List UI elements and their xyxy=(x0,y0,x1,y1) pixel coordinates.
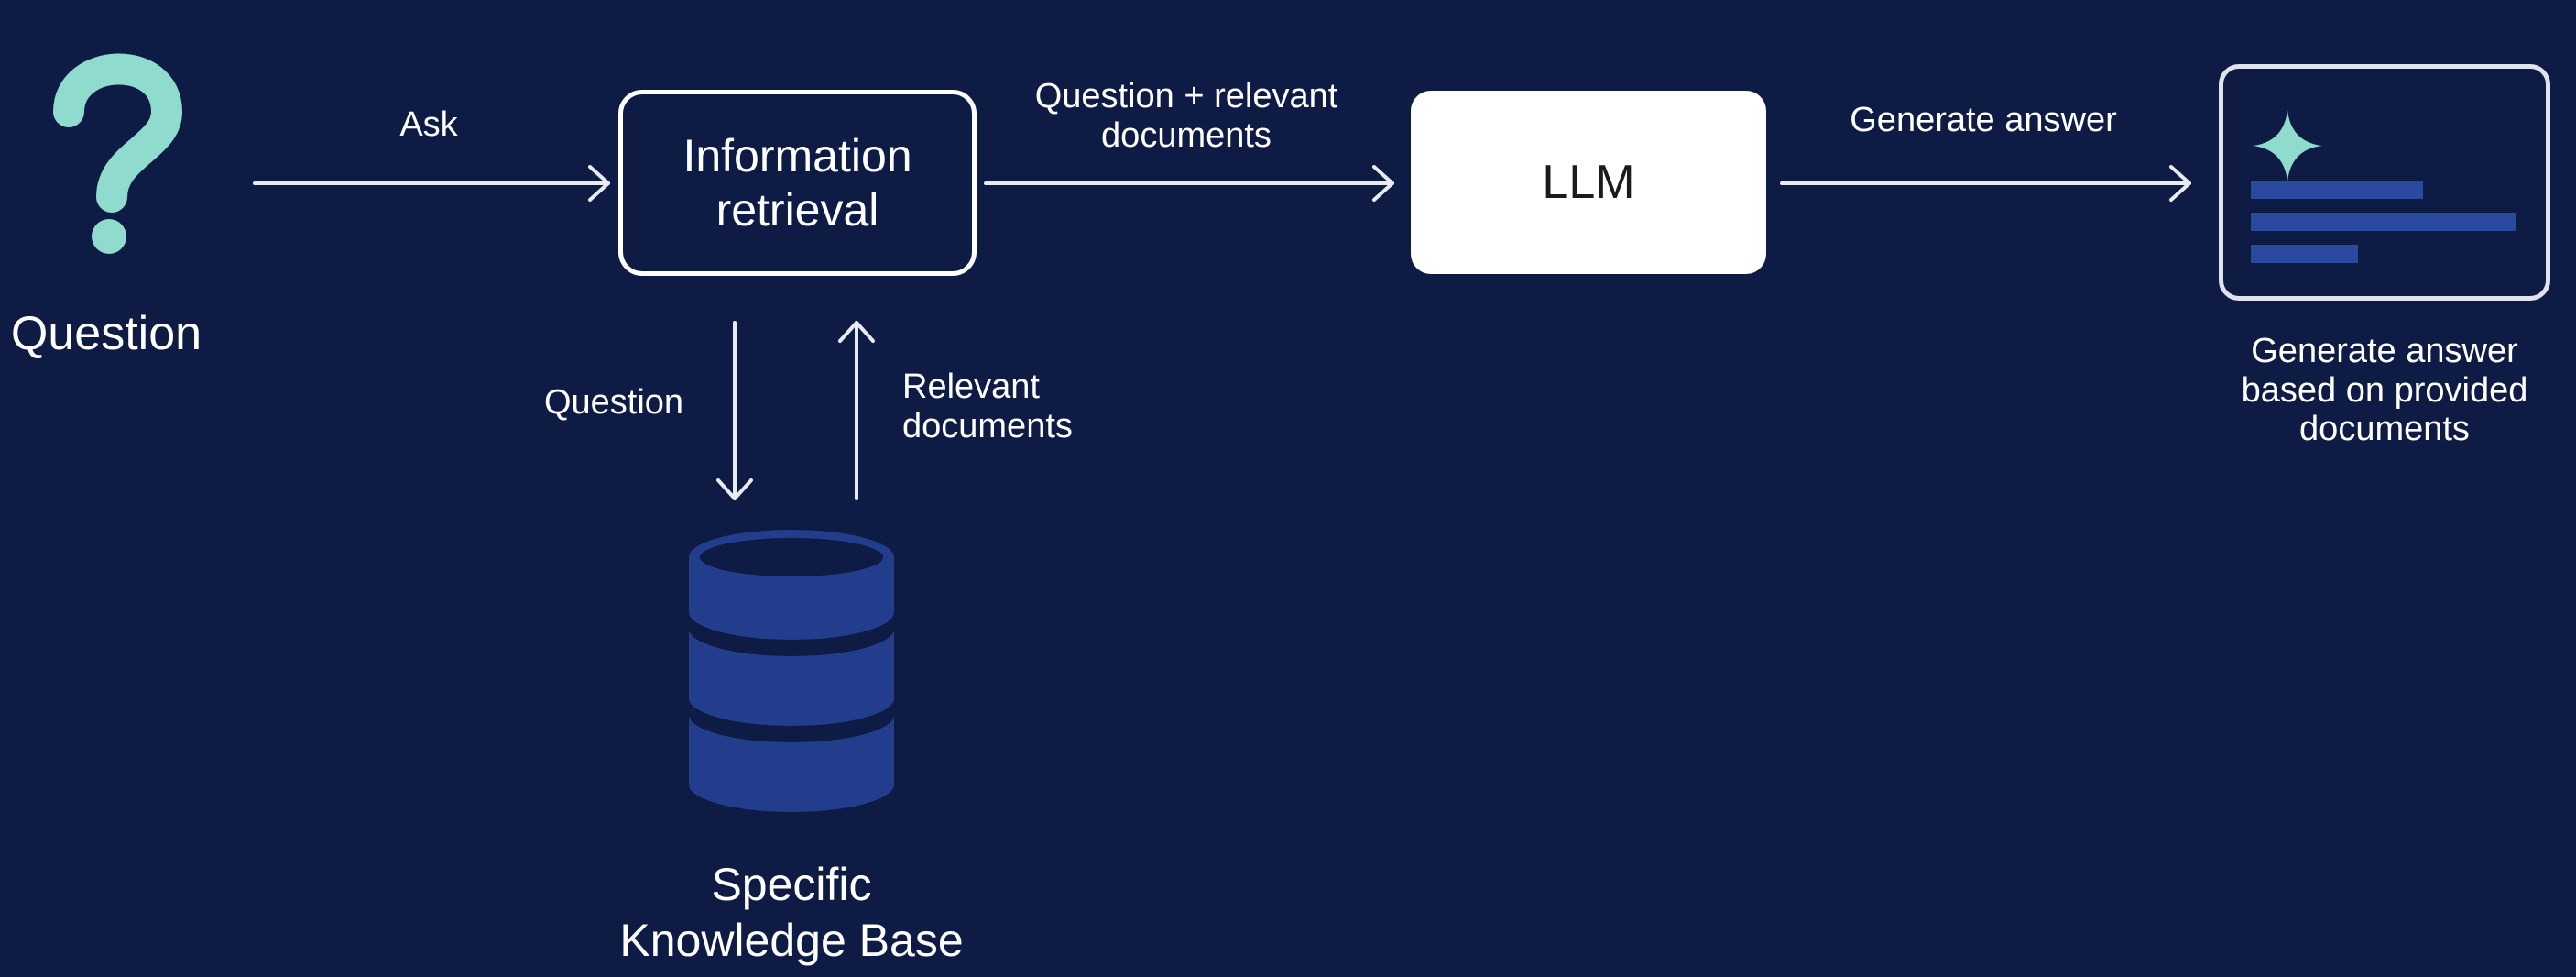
question-to-kb-label: Question xyxy=(543,383,684,422)
question-label: Question xyxy=(10,307,202,360)
knowledge-base-label: Specific Knowledge Base xyxy=(619,859,964,966)
database-icon xyxy=(689,530,894,812)
question-docs-label: Question + relevant documents xyxy=(1034,77,1338,155)
information-retrieval-node: Information retrieval xyxy=(618,90,977,276)
llm-node: LLM xyxy=(1411,91,1766,274)
answer-caption: Generate answer based on provided docume… xyxy=(2241,332,2528,449)
document-sparkle-icon xyxy=(2251,110,2516,263)
question-mark-icon xyxy=(53,53,183,254)
ask-label: Ask xyxy=(399,105,458,144)
documents-up-arrow xyxy=(838,321,875,500)
generate-answer-arrow xyxy=(1780,165,2191,202)
answer-card xyxy=(2219,64,2550,301)
question-down-arrow xyxy=(716,321,753,500)
documents-from-kb-label: Relevant documents xyxy=(902,368,1073,445)
question-docs-arrow xyxy=(984,165,1394,202)
generate-answer-label: Generate answer xyxy=(1850,101,2117,139)
ask-arrow xyxy=(253,165,610,202)
